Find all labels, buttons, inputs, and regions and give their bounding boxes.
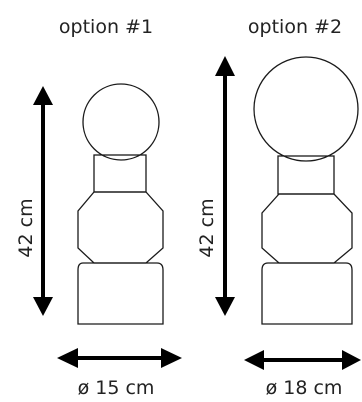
option-1-diameter-arrow — [57, 348, 182, 368]
option-1-base — [77, 262, 164, 325]
option-1-height-label: 42 cm — [15, 198, 37, 257]
option-1-height-arrow — [33, 86, 53, 316]
option-2-title: option #2 — [248, 16, 342, 38]
option-1-lamp — [77, 83, 164, 325]
option-2-height-arrow — [215, 56, 235, 316]
option-2-diameter-arrow — [244, 350, 361, 370]
option-2-base — [261, 262, 353, 325]
option-1-diameter-label: ø 15 cm — [78, 377, 155, 399]
option-2: option #2 42 cm ø 18 cm — [196, 16, 361, 399]
option-2-height-label: 42 cm — [196, 198, 218, 257]
option-1: option #1 42 cm ø 15 cm — [15, 16, 182, 399]
option-2-diameter-label: ø 18 cm — [266, 377, 343, 399]
option-2-globe — [253, 56, 359, 162]
option-2-neck — [277, 155, 335, 195]
option-1-globe — [82, 83, 160, 161]
option-2-lamp — [253, 56, 359, 325]
option-2-body — [261, 193, 353, 264]
option-1-title: option #1 — [59, 16, 153, 38]
option-1-body — [77, 191, 164, 264]
